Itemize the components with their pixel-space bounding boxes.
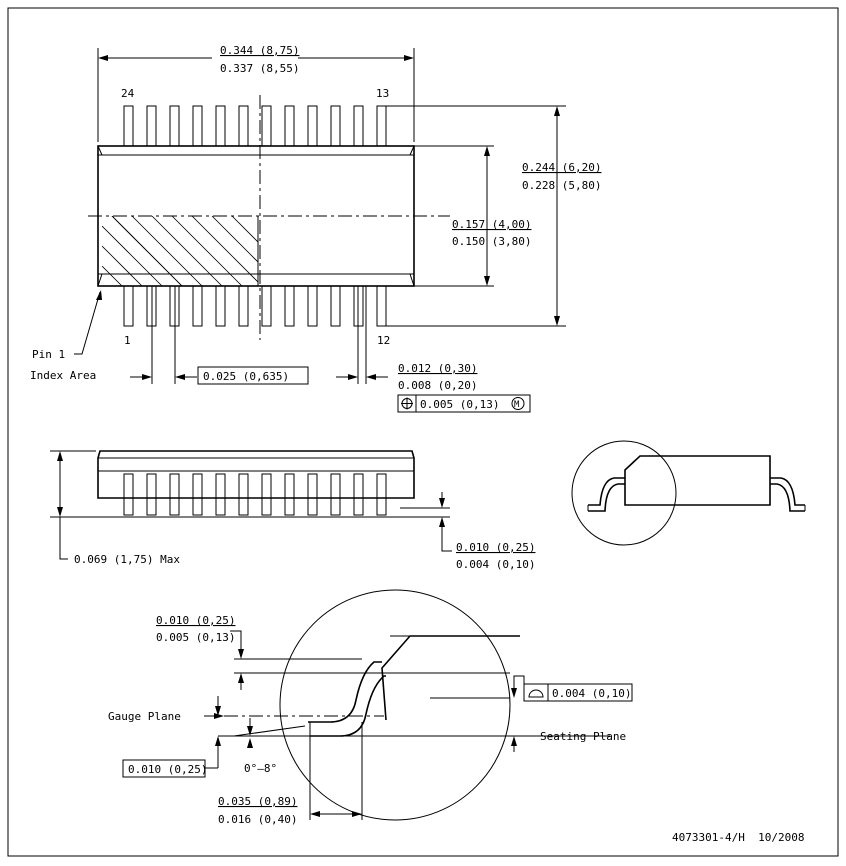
mmc-modifier-letter: M: [514, 400, 520, 410]
pin1-hatch: [102, 216, 258, 286]
drawing-frame: [7, 7, 839, 857]
standoff-max: 0.010 (0,25): [456, 541, 535, 554]
body-width-max: 0.157 (4,00): [452, 218, 531, 231]
body-width-min: 0.150 (3,80): [452, 235, 531, 248]
gauge-plane-label: Gauge Plane: [108, 710, 181, 723]
standoff-min: 0.004 (0,10): [456, 558, 535, 571]
pin-number-1: 1: [124, 334, 131, 347]
length-max: 0.344 (8,75): [220, 44, 299, 57]
flatness-frame: [523, 683, 633, 702]
drawing-number: 4073301-4/H 10/2008: [672, 831, 804, 844]
lead-thickness-max: 0.010 (0,25): [156, 614, 235, 627]
mmc-modifier-icon: [511, 397, 525, 410]
profile-surface-icon: [528, 689, 544, 698]
pitch-value: 0.025 (0,635): [203, 370, 289, 383]
position-tolerance-value: 0.005 (0,13): [420, 398, 499, 411]
height-max: 0.069 (1,75) Max: [74, 553, 180, 566]
detail-magnified-circle: [279, 589, 511, 821]
pin1-index-area-label: Index Area: [30, 369, 96, 382]
seating-plane-label: Seating Plane: [540, 730, 626, 743]
top-view: 0.344 (8,75) 0.337 (8,55) 0.244 (6,20) 0…: [30, 44, 601, 413]
position-tolerance-frame: [397, 394, 531, 413]
lead-width-max: 0.012 (0,30): [398, 362, 477, 375]
end-view: [571, 440, 806, 546]
bottom-leads: [123, 285, 387, 327]
top-leads: [123, 105, 387, 147]
overall-width-max: 0.244 (6,20): [522, 161, 601, 174]
flatness-value: 0.004 (0,10): [552, 687, 631, 700]
lead-width-min: 0.008 (0,20): [398, 379, 477, 392]
pin-number-12: 12: [377, 334, 390, 347]
side-leads: [123, 473, 387, 516]
detail-circle: [571, 440, 677, 546]
gauge-plane-dim: 0.010 (0,25): [128, 763, 207, 776]
foot-length-min: 0.016 (0,40): [218, 813, 297, 826]
length-min: 0.337 (8,55): [220, 62, 299, 75]
angle-label: 0°–8°: [244, 762, 277, 775]
lead-thickness-min: 0.005 (0,13): [156, 631, 235, 644]
side-view: 0.069 (1,75) Max 0.010 (0,25) 0.004 (0,1…: [50, 450, 535, 571]
pin-number-24: 24: [121, 87, 135, 100]
detail-view: 0.010 (0,25) 0.005 (0,13) Gauge Plane 0.…: [108, 589, 633, 826]
pin1-label: Pin 1: [32, 348, 65, 361]
overall-width-min: 0.228 (5,80): [522, 179, 601, 192]
pin-number-13: 13: [376, 87, 389, 100]
foot-length-max: 0.035 (0,89): [218, 795, 297, 808]
gauge-plane-box: [122, 759, 206, 778]
pitch-box: [197, 366, 309, 385]
